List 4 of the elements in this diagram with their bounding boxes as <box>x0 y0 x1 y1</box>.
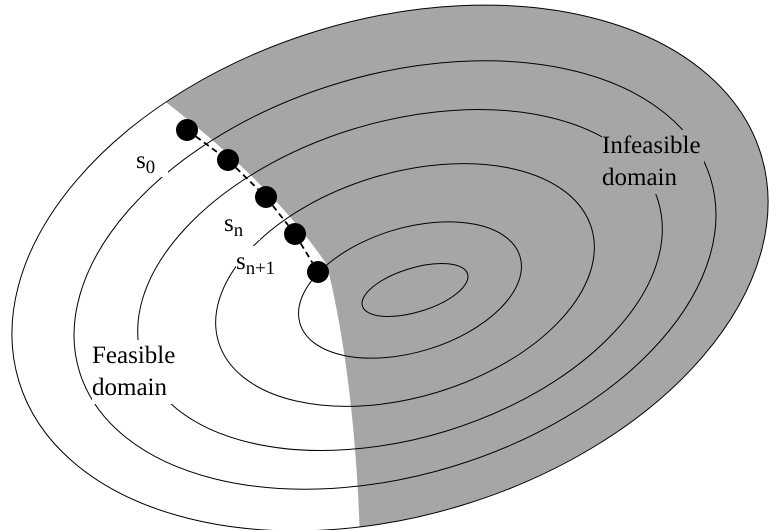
region-label: Infeasible domain <box>602 130 704 194</box>
dashed-line <box>235 167 259 190</box>
dashed-line <box>300 242 314 264</box>
dashed-line <box>272 205 289 226</box>
